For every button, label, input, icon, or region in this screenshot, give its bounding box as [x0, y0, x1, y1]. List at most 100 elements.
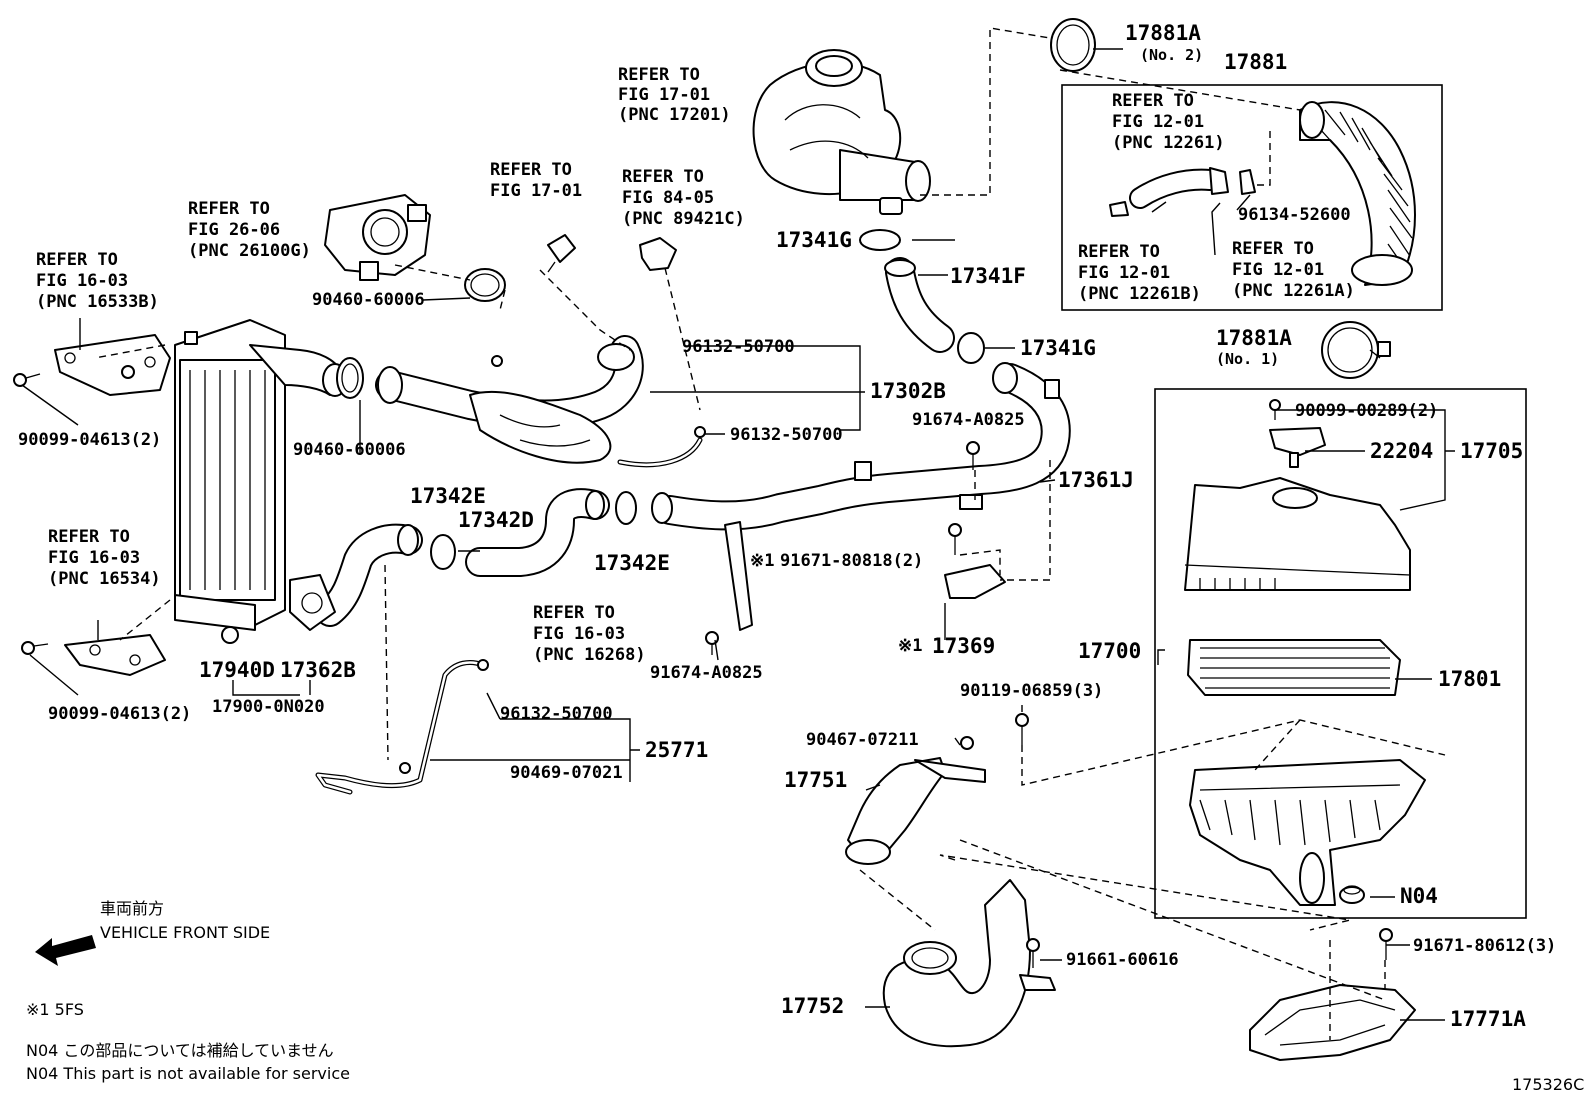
refer-line: FIG 26-06: [188, 220, 280, 240]
refer-line: REFER TO: [618, 65, 700, 85]
strap-bracket: [724, 521, 753, 631]
air-cleaner-hose-17881: [1299, 101, 1416, 286]
refer-line: REFER TO: [622, 167, 704, 187]
refer-fig-12-01-a: REFER TO FIG 12-01 (PNC 12261): [1112, 91, 1225, 153]
refer-line: REFER TO: [188, 199, 270, 219]
part-label-17342e-b: 17342E: [594, 551, 670, 575]
bolt-91671-80612: [1379, 928, 1393, 960]
refer-line: REFER TO: [1078, 242, 1160, 262]
footnote-5fs: ※1 5FS: [26, 1000, 84, 1019]
bolt-90119: [1015, 713, 1029, 745]
part-label-17341g-mid: 17341G: [1020, 336, 1096, 360]
bolt-91674-a: [966, 441, 980, 470]
part-label-90119-06859: 90119-06859(3): [960, 681, 1103, 701]
part-label-90467-07211: 90467-07211: [806, 730, 919, 750]
part-label-17342d: 17342D: [458, 508, 534, 532]
refer-fig-26-06: REFER TO FIG 26-06 (PNC 26100G): [188, 199, 311, 261]
refer-line: (PNC 17201): [618, 105, 731, 125]
refer-line: REFER TO: [48, 527, 130, 547]
clamp-90460-a: [464, 268, 506, 302]
part-label-96134-52600: 96134-52600: [1238, 205, 1351, 225]
part-label-25771: 25771: [645, 738, 708, 762]
refer-line: FIG 16-03: [533, 624, 625, 644]
bolt-91661: [1026, 938, 1040, 968]
figure-id: 175326C: [1512, 1075, 1584, 1094]
refer-fig-16-03-d: REFER TO FIG 16-03 (PNC 16268): [533, 603, 646, 665]
part-label-17881a-no2: 17881A: [1125, 21, 1201, 45]
refer-line: REFER TO: [36, 250, 118, 270]
bolt-90099-04613-a: [13, 373, 41, 387]
refer-fig-84-05: REFER TO FIG 84-05 (PNC 89421C): [622, 167, 745, 229]
refer-line: FIG 12-01: [1112, 112, 1204, 132]
vehicle-front-label-jp: 車両前方: [100, 899, 164, 918]
refer-line: REFER TO: [1232, 239, 1314, 259]
part-label-90099-04613-a: 90099-04613(2): [18, 430, 161, 450]
refer-fig-12-01-b: REFER TO FIG 12-01 (PNC 12261B): [1078, 242, 1201, 304]
clamp-90460-b: [336, 357, 364, 399]
refer-line: REFER TO: [533, 603, 615, 623]
clamp-17881a-no1: [1321, 321, 1391, 379]
footnote-n04-jp: N04 この部品については補給していません: [26, 1041, 334, 1060]
refer-line: REFER TO: [490, 160, 572, 180]
part-label-17940d: 17940D: [199, 658, 275, 682]
refer-line: REFER TO: [1112, 91, 1194, 111]
refer-line: (PNC 16268): [533, 645, 646, 665]
note-mark-91671-80818: ※1: [750, 551, 774, 571]
part-label-17881a-no1: 17881A: [1216, 326, 1292, 350]
breather-hose-inside-box: [1109, 167, 1256, 217]
part-label-90469-07021: 90469-07021: [510, 763, 623, 783]
part-label-96132-50700-b: 96132-50700: [730, 425, 843, 445]
clamp-17341g-top: [859, 229, 901, 251]
part-label-22204: 22204: [1370, 439, 1433, 463]
part-label-90460-60006-b: 90460-60006: [293, 440, 406, 460]
mass-air-flow-sensor-22204: [1269, 427, 1326, 468]
turbocharger-illustration: [752, 49, 931, 215]
refer-line: FIG 12-01: [1232, 260, 1324, 280]
part-label-17700: 17700: [1078, 639, 1141, 663]
refer-fig-17-01: REFER TO FIG 17-01: [490, 160, 582, 201]
part-label-17900-0n020: 17900-0N020: [212, 697, 325, 717]
refer-fig-17-01-pnc-17201: REFER TO FIG 17-01 (PNC 17201): [618, 65, 731, 125]
hose-17362b: [289, 523, 423, 631]
refer-line: FIG 84-05: [622, 188, 714, 208]
vacuum-hose-25771: [315, 659, 489, 795]
refer-fig-16-03-b: REFER TO FIG 16-03 (PNC 16533B): [36, 250, 159, 312]
part-label-17342e-a: 17342E: [410, 484, 486, 508]
part-label-17369: 17369: [932, 634, 995, 658]
part-label-17881: 17881: [1224, 50, 1287, 74]
part-label-90460-60006-a: 90460-60006: [312, 290, 425, 310]
air-filter-17801: [1187, 639, 1401, 696]
vehicle-front-arrow: [35, 935, 96, 966]
solid-leader-lines: [21, 48, 1455, 1021]
refer-line: FIG 16-03: [48, 548, 140, 568]
refer-line: (PNC 12261B): [1078, 284, 1201, 304]
part-label-90099-04613-b: 90099-04613(2): [48, 704, 191, 724]
part-label-17751: 17751: [784, 768, 847, 792]
bracket-16534: [64, 634, 166, 676]
part-label-96132-50700-a: 96132-50700: [682, 337, 795, 357]
duct-17751: [845, 736, 986, 865]
refer-line: FIG 17-01: [618, 85, 710, 105]
air-cleaner-cap: [1184, 477, 1411, 591]
refer-line: FIG 12-01: [1078, 263, 1170, 283]
refer-line: (PNC 12261A): [1232, 281, 1355, 301]
part-sublabel-no2: (No. 2): [1140, 46, 1203, 64]
clamp-17881a-no2: [1050, 18, 1096, 72]
refer-line: (PNC 16533B): [36, 292, 159, 312]
refer-fig-12-01-c: REFER TO FIG 12-01 (PNC 12261A): [1232, 239, 1355, 301]
bolt-90099-04613-b: [21, 641, 49, 655]
vehicle-front-label-en: VEHICLE FRONT SIDE: [100, 923, 270, 942]
vsv-sensor-illustration: [547, 234, 576, 273]
duct-17752: [882, 879, 1056, 1048]
part-label-17771a: 17771A: [1450, 1007, 1526, 1031]
hose-17342d: [465, 488, 610, 577]
group-box-17881: [1061, 84, 1443, 311]
part-label-17752: 17752: [781, 994, 844, 1018]
note-mark-17369: ※1: [898, 636, 922, 656]
intercooler-illustration: [174, 319, 348, 644]
throttle-body-illustration: [324, 194, 431, 281]
bolt-90099-00289: [1269, 399, 1281, 420]
footnote-n04-en: N04 This part is not available for servi…: [26, 1064, 350, 1083]
part-sublabel-no1: (No. 1): [1216, 350, 1279, 368]
